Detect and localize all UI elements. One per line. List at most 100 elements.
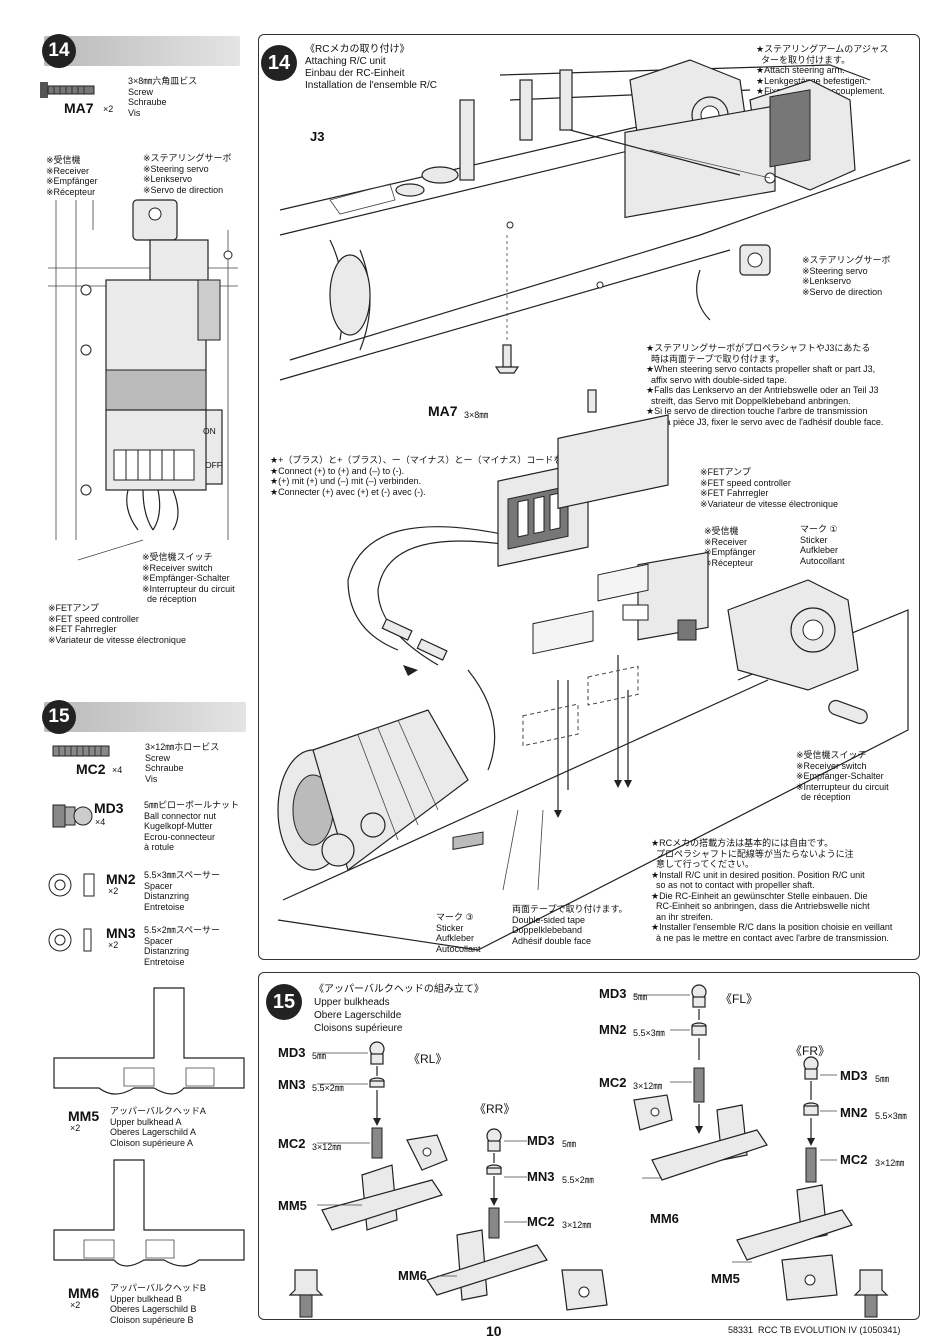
rl-mn3-code: MN3 <box>278 1077 306 1092</box>
bulkhead-b-outline <box>53 1159 245 1267</box>
part-desc-ma7: 3×8㎜六角皿ビス Screw Schraube Vis <box>128 76 198 118</box>
rr-mc2-code: MC2 <box>527 1214 555 1229</box>
part-desc-md3: 5㎜ピローボールナット Ball connector nut Kugelkopf… <box>144 800 240 852</box>
fr-position: 《FR》 <box>790 1044 830 1058</box>
step15-title-fr: Cloisons supérieure <box>314 1023 403 1034</box>
fl-mn2-size: 5.5×3㎜ <box>633 1028 665 1038</box>
part-desc-mn3: 5.5×2㎜スペーサー Spacer Distanzring Entretois… <box>144 925 220 967</box>
ball-nut-icon <box>52 804 93 828</box>
part-qty-mn2: ×2 <box>108 886 119 896</box>
fet-label: ※FETアンプ ※FET speed controller ※FET Fahrr… <box>48 603 186 645</box>
step14-header-bar <box>44 36 240 66</box>
ma7-size-main: 3×8㎜ <box>464 410 489 420</box>
off-label: OFF <box>205 460 222 470</box>
fr-mn2-code: MN2 <box>840 1105 868 1120</box>
step15-title-jp: 《アッパーバルクヘッドの組み立て》 <box>314 984 484 995</box>
fl-md3-size: 5㎜ <box>633 992 648 1002</box>
rr-position: 《RR》 <box>474 1102 516 1116</box>
fr-md3-code: MD3 <box>840 1068 868 1083</box>
rl-mc2-size: 3×12㎜ <box>312 1142 342 1152</box>
bulkhead-code-mm5: MM5 <box>68 1108 100 1124</box>
step14-panel <box>258 34 920 960</box>
bulkhead-code-mm6: MM6 <box>68 1285 100 1301</box>
ma7-label-main: MA7 <box>428 403 458 419</box>
rl-mc2-code: MC2 <box>278 1136 306 1151</box>
rl-md3-code: MD3 <box>278 1045 306 1060</box>
document-id: 58331 RCC TB EVOLUTION IV (1050341) <box>728 1325 901 1335</box>
part-qty-md3: ×4 <box>95 817 106 827</box>
bulkhead-a-outline <box>53 987 245 1095</box>
double-tape-note: ★ステアリングサーボがプロペラシャフトやJ3にあたる 時は両面テープで取り付けま… <box>646 343 884 427</box>
rr-md3-code: MD3 <box>527 1133 555 1148</box>
screw-icon <box>40 82 95 98</box>
part-code-mn2: MN2 <box>106 871 136 887</box>
part-qty-ma7: ×2 <box>103 104 114 114</box>
part-code-mc2: MC2 <box>76 761 106 777</box>
receiver-label: ※受信機 ※Receiver ※Empfänger ※Récepteur <box>46 155 98 197</box>
receiver-switch-label-main: ※受信機スイッチ ※Receiver switch ※Empfänger-Sch… <box>796 750 889 802</box>
install-note: ★RCメカの搭載方法は基本的には自由です。 プロペラシャフトに配線等が当たらない… <box>651 838 893 943</box>
fr-md3-size: 5㎜ <box>875 1074 890 1084</box>
on-label: ON <box>203 426 216 436</box>
step14-panel-badge: 14 <box>261 45 297 81</box>
rr-mc2-size: 3×12㎜ <box>562 1220 592 1230</box>
step15-header-bar <box>44 702 246 732</box>
fl-mm6-code: MM6 <box>650 1211 679 1226</box>
rl-position: 《RL》 <box>408 1052 448 1066</box>
chassis-servo-diagram <box>279 59 911 413</box>
step14-title-fr: Installation de l'ensemble R/C <box>305 80 437 91</box>
step15-title-de: Obere Lagerschilde <box>314 1010 402 1021</box>
page-number: 10 <box>486 1323 502 1339</box>
step15-panel-badge: 15 <box>266 984 302 1020</box>
part-code-md3: MD3 <box>94 800 124 816</box>
sticker3-label: マーク ③ Sticker Aufkleber Autocollant <box>436 912 481 954</box>
part-desc-mc2: 3×12㎜ホロービス Screw Schraube Vis <box>145 742 220 784</box>
step14-title-en: Attaching R/C unit <box>305 56 386 67</box>
step15-panel <box>258 972 920 1320</box>
fr-mc2-code: MC2 <box>840 1152 868 1167</box>
sticker1-label: マーク ① Sticker Aufkleber Autocollant <box>800 524 845 566</box>
wiring-note: ★+（プラス）と+（プラス）、ー（マイナス）とー（マイナス）コードをつなぎます。… <box>270 455 616 497</box>
rl-mn3-size: 5.5×2㎜ <box>312 1083 344 1093</box>
step14-title-de: Einbau der RC-Einheit <box>305 68 405 79</box>
bulkhead-qty-mm5: ×2 <box>70 1123 81 1133</box>
part-code-mn3: MN3 <box>106 925 136 941</box>
servo-label: ※ステアリングサーボ ※Steering servo ※Lenkservo ※S… <box>143 153 232 195</box>
rl-md3-size: 5㎜ <box>312 1051 327 1061</box>
fet-label-main: ※FETアンプ ※FET speed controller ※FET Fahrr… <box>700 467 838 509</box>
rr-mn3-size: 5.5×2㎜ <box>562 1175 594 1185</box>
bulkhead-qty-mm6: ×2 <box>70 1300 81 1310</box>
part-code-ma7: MA7 <box>64 100 94 116</box>
j3-label: J3 <box>310 129 325 144</box>
spacer-2mm-icon <box>48 928 92 952</box>
fl-position: 《FL》 <box>720 992 759 1006</box>
left-rc-diagram <box>48 199 238 561</box>
rr-mn3-code: MN3 <box>527 1169 555 1184</box>
fl-md3-code: MD3 <box>599 986 627 1001</box>
rl-mm5-code: MM5 <box>278 1198 307 1213</box>
part-desc-mn2: 5.5×3㎜スペーサー Spacer Distanzring Entretois… <box>144 870 220 912</box>
fl-mc2-size: 3×12㎜ <box>633 1081 663 1091</box>
spacer-3mm-icon <box>48 873 95 897</box>
fr-mm5-code: MM5 <box>711 1271 740 1286</box>
bulkhead-assembly-diagram <box>288 984 889 1318</box>
fr-mn2-size: 5.5×3㎜ <box>875 1111 907 1121</box>
step15-badge: 15 <box>42 700 76 734</box>
chassis-rc-install-diagram <box>277 414 909 951</box>
bulkhead-desc-mm6: アッパーバルクヘッドB Upper bulkhead B Oberes Lage… <box>110 1283 206 1325</box>
rr-md3-size: 5㎜ <box>562 1139 577 1149</box>
part-qty-mn3: ×2 <box>108 940 119 950</box>
receiver-label-main: ※受信機 ※Receiver ※Empfänger ※Récepteur <box>704 526 756 568</box>
step14-title-jp: 《RCメカの取り付け》 <box>305 44 410 55</box>
servo-label-main: ※ステアリングサーボ ※Steering servo ※Lenkservo ※S… <box>802 255 891 297</box>
part-qty-mc2: ×4 <box>112 765 123 775</box>
hollow-screw-icon <box>52 745 110 757</box>
receiver-switch-label: ※受信機スイッチ ※Receiver switch ※Empfänger-Sch… <box>142 552 235 604</box>
step15-title-en: Upper bulkheads <box>314 997 390 1008</box>
fr-mc2-size: 3×12㎜ <box>875 1158 905 1168</box>
double-sided-tape-label: 両面テープで取り付けます。 Double-sided tape Doppelkl… <box>512 904 628 946</box>
step14-badge: 14 <box>42 34 76 68</box>
bulkhead-desc-mm5: アッパーバルクヘッドA Upper bulkhead A Oberes Lage… <box>110 1106 206 1148</box>
rr-mm6-code: MM6 <box>398 1268 427 1283</box>
fl-mn2-code: MN2 <box>599 1022 627 1037</box>
